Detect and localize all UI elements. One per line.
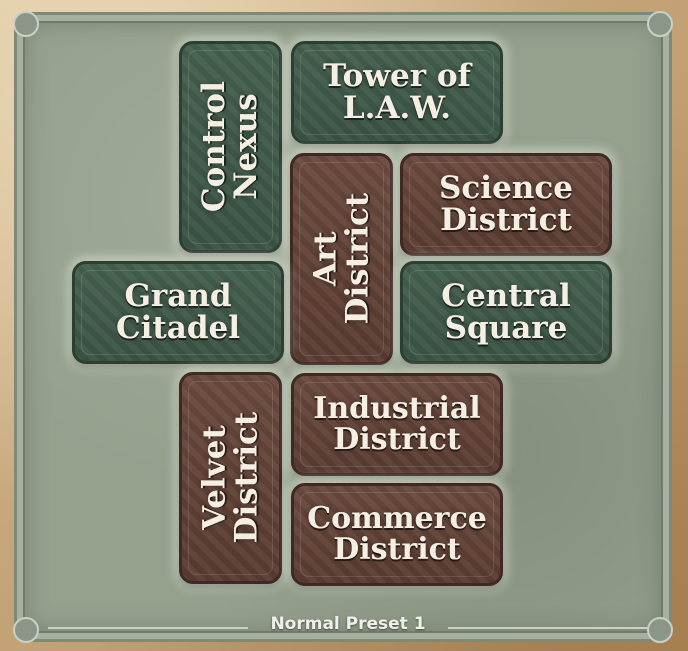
footer-divider xyxy=(48,627,248,629)
district-label: Control Nexus xyxy=(195,81,264,213)
district-label: Science District xyxy=(439,169,573,238)
district-label: Velvet District xyxy=(195,412,264,544)
preset-label: Normal Preset 1 xyxy=(270,614,426,634)
district-label: Art District xyxy=(306,193,375,325)
footer-divider xyxy=(448,627,648,629)
district-tile-art-district[interactable]: Art District xyxy=(290,153,393,365)
corner-ornament-icon xyxy=(647,617,673,643)
corner-ornament-icon xyxy=(647,11,673,37)
district-label: Industrial District xyxy=(313,390,481,457)
district-tile-velvet-district[interactable]: Velvet District xyxy=(179,372,282,584)
corner-ornament-icon xyxy=(13,11,39,37)
district-tile-central-square[interactable]: Central Square xyxy=(400,261,612,364)
district-tile-tower-of-law[interactable]: Tower of L.A.W. xyxy=(291,41,503,144)
district-label: Commerce District xyxy=(307,500,487,567)
district-tile-science-district[interactable]: Science District xyxy=(400,153,612,256)
district-tile-grand-citadel[interactable]: Grand Citadel xyxy=(72,261,284,364)
district-tile-industrial-district[interactable]: Industrial District xyxy=(291,373,503,476)
district-tile-commerce-district[interactable]: Commerce District xyxy=(291,483,503,586)
district-tile-control-nexus[interactable]: Control Nexus xyxy=(179,41,282,253)
district-label: Central Square xyxy=(441,277,571,346)
district-label: Grand Citadel xyxy=(115,277,241,346)
district-label: Tower of L.A.W. xyxy=(323,57,471,126)
corner-ornament-icon xyxy=(13,617,39,643)
